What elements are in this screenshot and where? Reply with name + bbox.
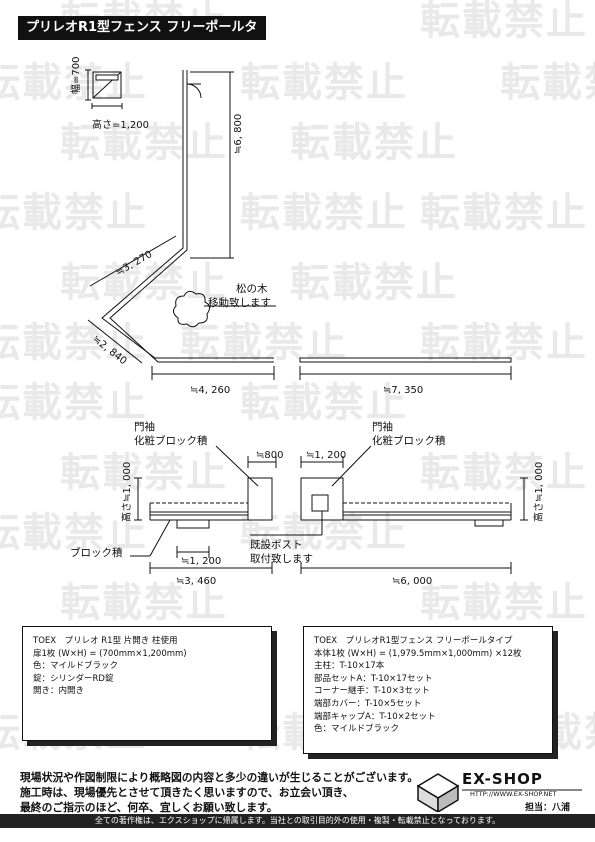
- right-pillar-label-line1: 門袖: [372, 420, 393, 433]
- gate-height-dim: 高さ=1,200: [92, 118, 149, 131]
- dim-6800: ≒6, 800: [233, 114, 244, 154]
- post-label-line1: 既設ポスト: [250, 538, 303, 551]
- tree-note-line1: 松の木: [236, 282, 268, 295]
- spec-line: 扉1枚 (W×H) = (700mm×1,200mm): [33, 648, 187, 659]
- post-label-line2: 取付致します: [250, 552, 313, 565]
- spec-line: 端部キャップA：T-10×2セット: [314, 711, 436, 722]
- gate-width-dim: 幅=700: [69, 57, 82, 94]
- spec-line: 端部カバー：T-10×5セット: [314, 698, 422, 709]
- copyright-footer: 全ての著作権は、エクスショップに帰属します。当社との取引目的外の使用・複製・転載…: [0, 814, 595, 828]
- dim-2840: ≒2, 840: [90, 334, 128, 367]
- logo-url: HTTP://WWW.EX-SHOP.NET: [470, 790, 557, 798]
- dim-7350: ≒7, 350: [383, 385, 423, 396]
- logo-name: EX-SHOP: [462, 770, 543, 788]
- dim-4260: ≒4, 260: [190, 385, 230, 396]
- dim-6000: ≒6, 000: [392, 576, 432, 587]
- height-left: 高さ≒1, 000: [120, 462, 133, 522]
- spec-line: 本体1枚 (W×H) = (1,979.5mm×1,000mm) ×12枚: [314, 648, 522, 659]
- note-line: 最終のご指示のほど、何卒、宜しくお願い致します。: [20, 801, 278, 814]
- spec-left-box: TOEX プリレオ R1型 片開き 柱使用 扉1枚 (W×H) = (700mm…: [22, 626, 272, 741]
- spec-line: 開き：内開き: [33, 686, 85, 697]
- dim-3270: ≒3, 270: [114, 249, 154, 279]
- staff-label: 担当：八浦: [525, 803, 571, 813]
- spec-line: 色：マイルドブラック: [33, 661, 119, 672]
- tree-note-line2: 移動致します: [208, 296, 271, 309]
- left-pillar-label-line1: 門袖: [134, 420, 155, 433]
- spec-line: TOEX プリレオ R1型 片開き 柱使用: [33, 636, 178, 646]
- notes-block: 現場状況や作図制限により概略図の内容と多少の違いが生じることがございます。 施工…: [20, 770, 418, 815]
- dim-800: ≒800: [256, 450, 283, 461]
- height-right: 高さ≒1, 000: [532, 462, 545, 522]
- spec-line: 部品セットA：T-10×17セット: [314, 673, 433, 684]
- note-line: 現場状況や作図制限により概略図の内容と多少の違いが生じることがございます。: [20, 771, 419, 784]
- block-label: ブロック積: [70, 546, 123, 559]
- ex-shop-logo-icon: [416, 773, 582, 812]
- spec-line: コーナー継手：T-10×3セット: [314, 686, 430, 697]
- left-pillar-label-line2: 化粧ブロック積: [134, 434, 208, 447]
- note-line: 施工時は、現場優先とさせて頂きたく思いますので、お立会い頂き、: [20, 786, 354, 799]
- gate-detail: [92, 71, 122, 99]
- spec-line: 主柱：T-10×17本: [314, 661, 385, 672]
- spec-line: TOEX プリレオR1型フェンス フリーポールタイプ: [314, 636, 513, 646]
- spec-right-box: TOEX プリレオR1型フェンス フリーポールタイプ 本体1枚 (W×H) = …: [303, 626, 553, 754]
- spec-line: 錠：シリンダーRD錠: [33, 673, 114, 684]
- right-pillar-label-line2: 化粧ブロック積: [372, 434, 446, 447]
- page-title: プリレオR1型フェンス フリーポールタイプ: [18, 16, 266, 59]
- dim-1200-bottom: ≒1, 200: [181, 556, 221, 567]
- spec-line: 色：マイルドブラック: [314, 724, 400, 735]
- dim-3460: ≒3, 460: [176, 576, 216, 587]
- tree-icon: [172, 290, 211, 328]
- dim-1200-top: ≒1, 200: [306, 450, 346, 461]
